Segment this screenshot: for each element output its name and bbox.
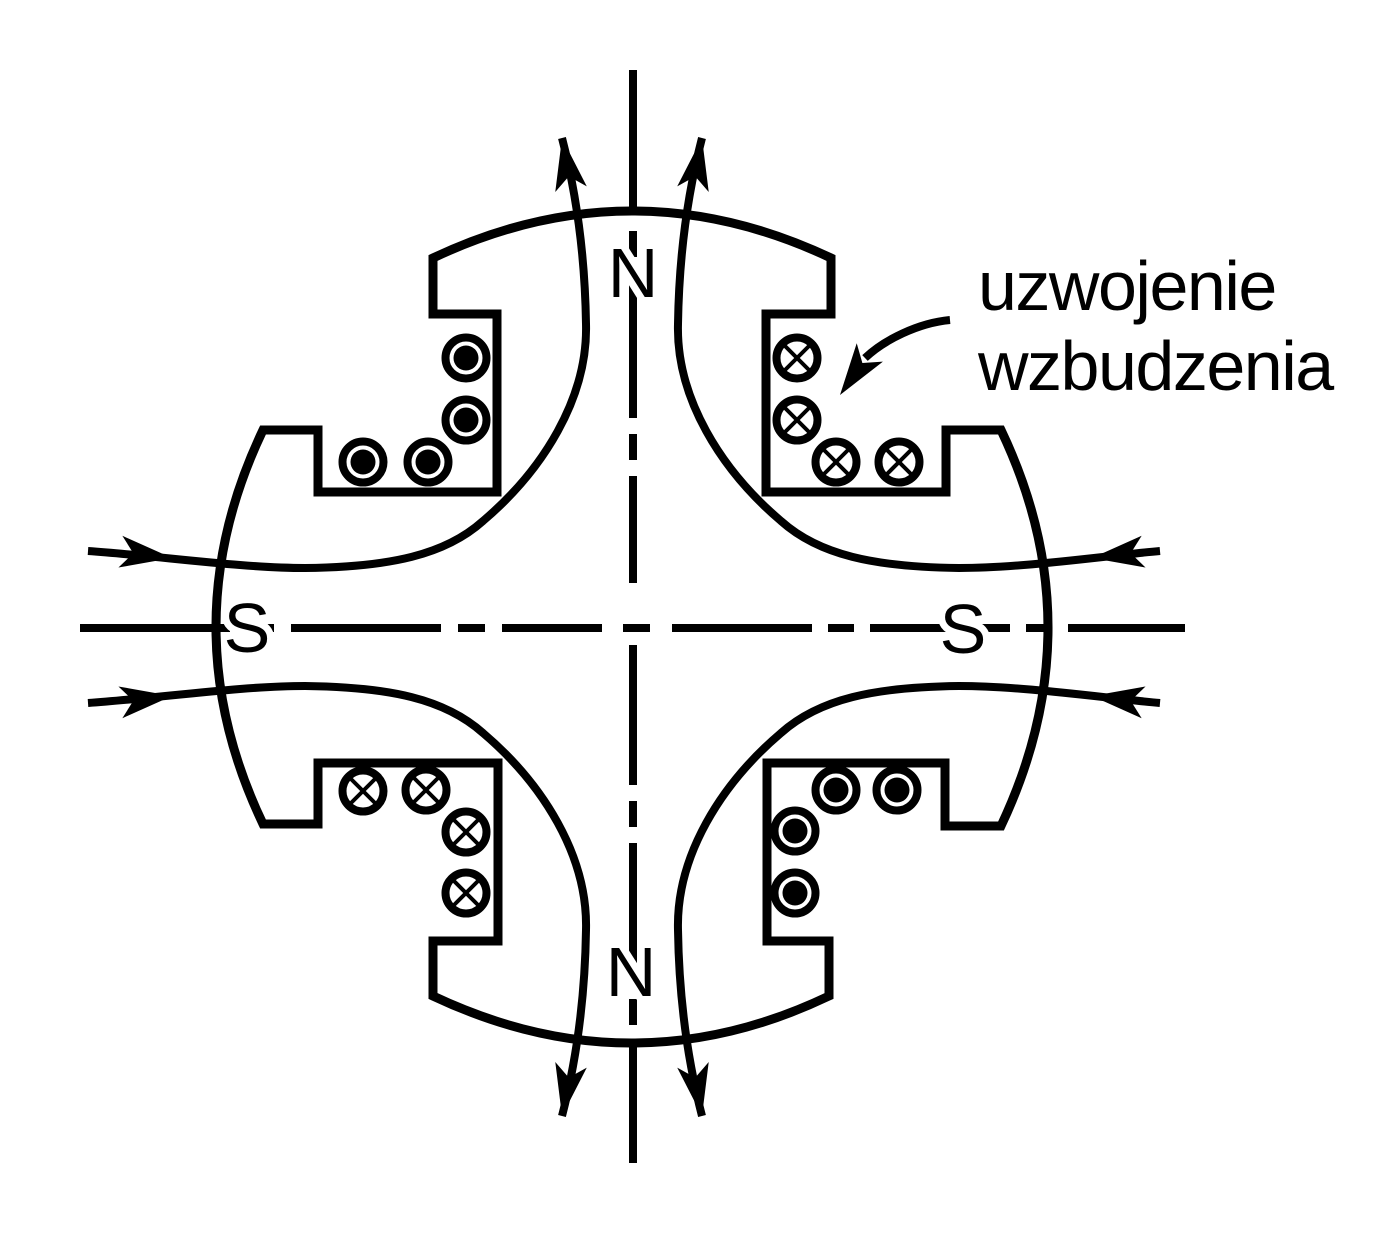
axis-centerlines <box>80 70 1185 1163</box>
pole-label-north-top: N <box>608 234 659 312</box>
pole-label-south-right: S <box>940 590 987 668</box>
annotation-text-line1: uzwojenie <box>978 247 1276 325</box>
conductor-dot-icon <box>446 400 487 441</box>
flux-line-top-right <box>673 136 1161 573</box>
conductor-cross-icon <box>777 338 818 379</box>
conductor-cross-icon <box>777 400 818 441</box>
field-winding-lower-left <box>343 770 487 914</box>
conductor-dot-icon <box>816 770 857 811</box>
pole-label-south-left: S <box>224 589 271 667</box>
flux-line-top-left <box>87 136 591 573</box>
conductor-cross-icon <box>343 771 384 812</box>
conductor-cross-icon <box>816 442 857 483</box>
pole-labels: N N S S <box>217 227 994 1018</box>
field-winding-upper-left <box>343 338 487 483</box>
conductor-dot-icon <box>408 442 449 483</box>
conductor-cross-icon <box>446 873 487 914</box>
field-winding-upper-right <box>777 338 920 483</box>
flux-line-bottom-left <box>87 681 591 1118</box>
annotation-text-line2: wzbudzenia <box>977 327 1334 405</box>
conductor-cross-icon <box>406 770 447 811</box>
flux-line-bottom-right <box>673 681 1161 1118</box>
conductor-dot-icon <box>775 873 816 914</box>
pole-label-north-bottom: N <box>606 933 657 1011</box>
conductor-dot-icon <box>446 338 487 379</box>
annotation-excitation-winding: uzwojenie wzbudzenia <box>826 247 1336 405</box>
flux-lines <box>87 135 1161 1119</box>
annotation-arrow-curve <box>862 316 951 361</box>
field-winding-lower-right <box>775 770 918 914</box>
conductor-dot-icon <box>877 770 918 811</box>
conductor-cross-icon <box>879 442 920 483</box>
conductor-dot-icon <box>775 811 816 852</box>
pole-core-outline <box>211 206 1053 1048</box>
conductor-dot-icon <box>343 442 384 483</box>
conductor-cross-icon <box>446 812 487 853</box>
